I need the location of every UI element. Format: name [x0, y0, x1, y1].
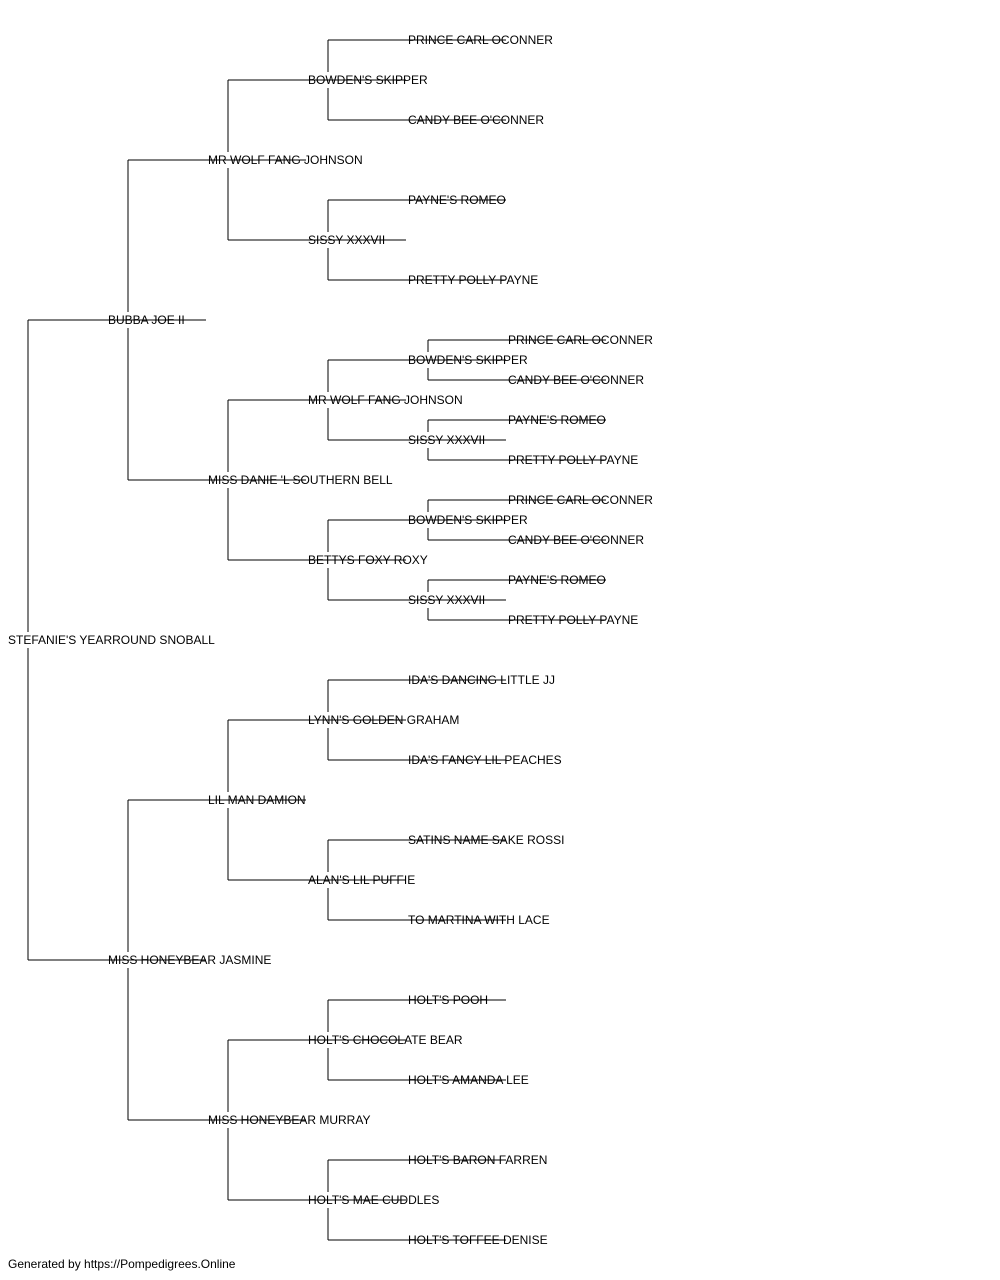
dog-name-label: PAYNE'S ROMEO	[508, 573, 606, 587]
dog-name-label: CANDY BEE O'CONNER	[508, 533, 644, 547]
dog-name-label: MR WOLF FANG JOHNSON	[308, 393, 463, 407]
pedigree-tree: STEFANIE'S YEARROUND SNOBALL BUBBA JOE II…	[8, 33, 653, 1247]
dog-name-label: ALAN'S LIL PUFFIE	[308, 873, 415, 887]
dog-name-label: BOWDEN'S SKIPPER	[308, 73, 428, 87]
dog-name-label: PRETTY POLLY PAYNE	[408, 273, 538, 287]
dog-name-label: HOLT'S POOH	[408, 993, 488, 1007]
dog-name-label: MR WOLF FANG JOHNSON	[208, 153, 363, 167]
dog-name-label: BOWDEN'S SKIPPER	[408, 353, 528, 367]
dog-name-label: MISS HONEYBEAR MURRAY	[208, 1113, 370, 1127]
dog-name-label: SATINS NAME SAKE ROSSI	[408, 833, 564, 847]
dog-name-label: CANDY BEE O'CONNER	[508, 373, 644, 387]
dog-name-label: MISS HONEYBEAR JASMINE	[108, 953, 271, 967]
dog-name-label: SISSY XXXVII	[308, 233, 385, 247]
dog-name-label: PAYNE'S ROMEO	[408, 193, 506, 207]
dog-name-label: HOLT'S BARON FARREN	[408, 1153, 547, 1167]
dog-name-label: MISS DANIE 'L SOUTHERN BELL	[208, 473, 393, 487]
dog-name-label: SISSY XXXVII	[408, 433, 485, 447]
dog-name-label: CANDY BEE O'CONNER	[408, 113, 544, 127]
dog-name-label: BETTYS FOXY ROXY	[308, 553, 428, 567]
generated-by-footer: Generated by https://Pompedigrees.Online	[8, 1257, 236, 1271]
dog-name-label: PAYNE'S ROMEO	[508, 413, 606, 427]
dog-name-label: HOLT'S TOFFEE DENISE	[408, 1233, 548, 1247]
dog-name-label: HOLT'S AMANDA LEE	[408, 1073, 529, 1087]
dog-name-label: TO MARTINA WITH LACE	[408, 913, 550, 927]
dog-name-label: PRINCE CARL OCONNER	[408, 33, 553, 47]
dog-name-label: PRETTY POLLY PAYNE	[508, 453, 638, 467]
dog-name-label: BOWDEN'S SKIPPER	[408, 513, 528, 527]
dog-name-label: PRINCE CARL OCONNER	[508, 333, 653, 347]
dog-name-label: SISSY XXXVII	[408, 593, 485, 607]
dog-name-label: HOLT'S CHOCOLATE BEAR	[308, 1033, 463, 1047]
dog-name-label: BUBBA JOE II	[108, 313, 185, 327]
dog-name-label: IDA'S DANCING LITTLE JJ	[408, 673, 555, 687]
dog-name-label: PRINCE CARL OCONNER	[508, 493, 653, 507]
dog-name-label: LYNN'S GOLDEN GRAHAM	[308, 713, 459, 727]
dog-name-label: HOLT'S MAE CUDDLES	[308, 1193, 439, 1207]
dog-name-label: PRETTY POLLY PAYNE	[508, 613, 638, 627]
dog-name-label: LIL MAN DAMION	[208, 793, 306, 807]
dog-name-label: STEFANIE'S YEARROUND SNOBALL	[8, 633, 215, 647]
dog-name-label: IDA'S FANCY LIL PEACHES	[408, 753, 562, 767]
